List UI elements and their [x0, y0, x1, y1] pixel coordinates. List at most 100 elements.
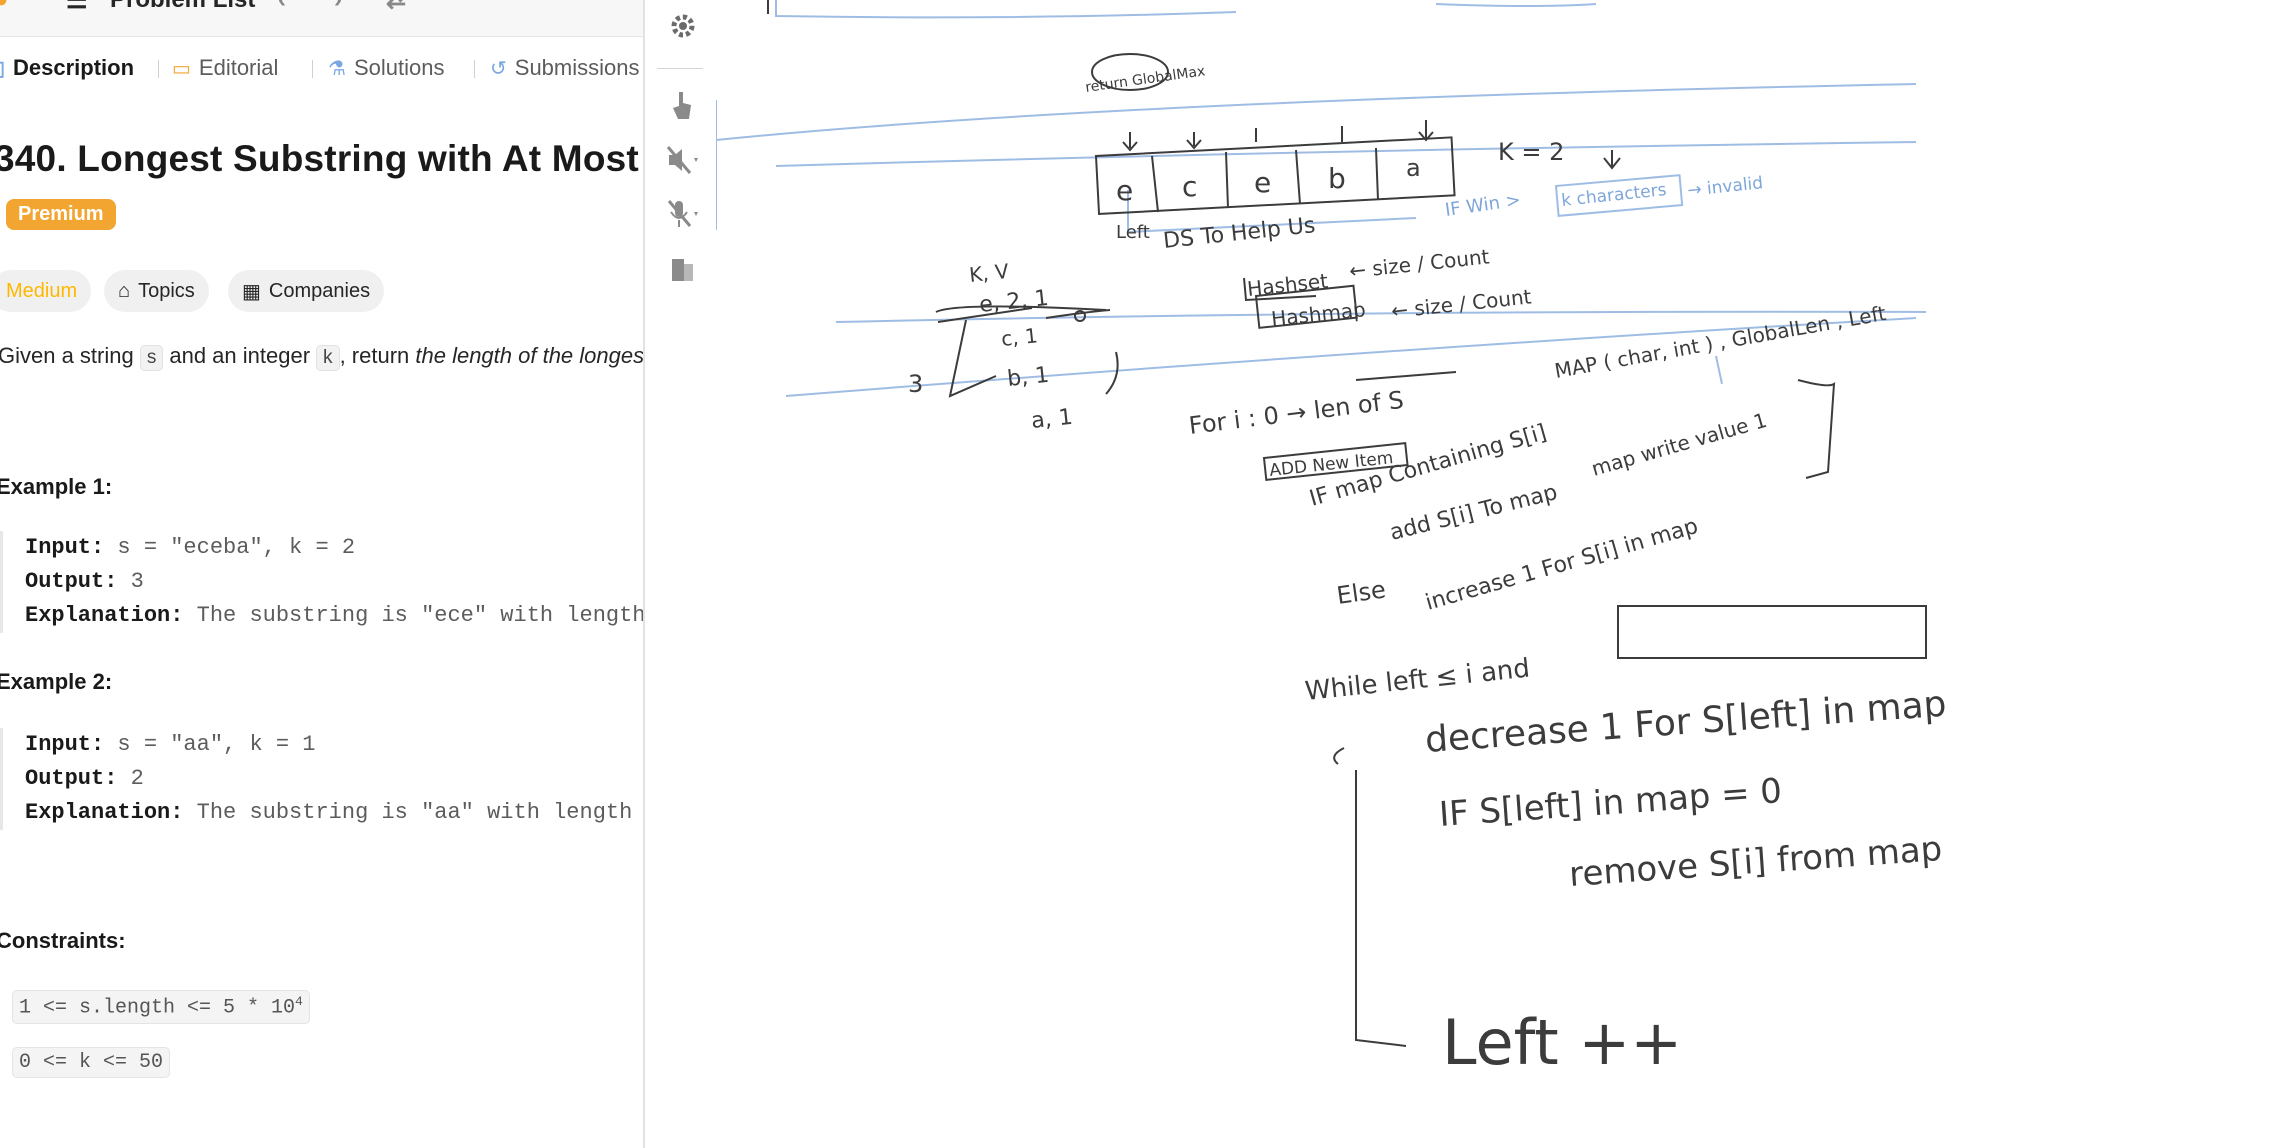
gear-icon[interactable]: [663, 6, 703, 46]
difficulty-badge: Medium: [0, 270, 92, 312]
return-circle: [1091, 53, 1169, 91]
book-icon: ▭: [172, 57, 191, 80]
eraser-icon[interactable]: [663, 250, 703, 290]
pointer-icon[interactable]: [663, 86, 703, 126]
while-line: While left ≤ i and: [1304, 654, 1532, 707]
difficulty-label: Medium: [6, 279, 78, 302]
left-label: Left: [1116, 222, 1150, 243]
shuffle-icon[interactable]: ⇄: [386, 0, 407, 14]
speaker-muted-icon[interactable]: [663, 140, 703, 180]
whiteboard-canvas[interactable]: return GlobalMax e c e b a K = 2 Left DS…: [716, 0, 2270, 1148]
size-count-note: ← size / Count: [1348, 244, 1491, 283]
kv-box: [948, 319, 997, 398]
while-bracket: [1355, 770, 1407, 1047]
blue-bracket: [1715, 355, 1723, 385]
desc-code-k: k: [316, 345, 340, 371]
companies-label: Companies: [268, 279, 371, 302]
tab-submissions[interactable]: ↺ Submissions: [490, 52, 639, 84]
blue-divider-line: [785, 317, 1917, 397]
input-value: s = "eceba", k = 2: [117, 535, 356, 560]
variables-note: MAP ( char, int ) , GlobalLen , Left: [1553, 301, 1888, 383]
constraints-title: Constraints:: [0, 928, 126, 953]
add-item-box: [1262, 442, 1409, 481]
map-entry: e, 2, 1: [978, 286, 1050, 318]
explanation-label: Explanation:: [25, 800, 184, 825]
explanation-label: Explanation:: [25, 603, 184, 628]
explanation-value: The substring is "aa" with length 2.: [196, 800, 643, 825]
window-condition-note: IF Win >: [1444, 190, 1522, 221]
left-increment: Left ++: [1442, 1006, 1682, 1079]
blue-divider-line: [835, 310, 1927, 323]
constraint-item: 0 <= k <= 50: [0, 1047, 171, 1078]
output-label: Output:: [25, 766, 118, 791]
premium-badge[interactable]: Premium: [6, 199, 116, 230]
whiteboard-drawing[interactable]: return GlobalMax e c e b a K = 2 Left DS…: [716, 0, 2270, 1148]
array-box: [1094, 136, 1456, 215]
return-note: return GlobalMax: [1084, 63, 1206, 96]
input-value: s = "aa", k = 1: [117, 732, 316, 757]
explanation-value: The substring is "ece" with length 3.: [196, 603, 643, 628]
tab-label: Editorial: [198, 55, 279, 80]
example-1-title: Example 1:: [0, 474, 113, 499]
hashset-underline: [1243, 277, 1317, 302]
tab-label: Submissions: [514, 55, 640, 80]
add-s-line: add S[i] To map: [1387, 480, 1560, 546]
topics-button[interactable]: ⌂ Topics: [104, 270, 209, 312]
tab-divider: [474, 60, 475, 78]
tab-label: Solutions: [353, 55, 445, 80]
top-bar: ● ☰ Problem List ‹ › ⇄: [0, 0, 643, 37]
kv-line: [937, 307, 1033, 323]
constraint-code: 1 <= s.length <= 5 * 104: [12, 990, 310, 1024]
array-divider: [1295, 149, 1301, 205]
logo-icon[interactable]: ●: [0, 0, 9, 14]
map-write-note: map write value 1: [1589, 408, 1770, 481]
array-arrow: [1122, 132, 1138, 152]
array-cell: b: [1328, 162, 1346, 195]
blue-line: [1435, 3, 1597, 7]
whiteboard-toolbar: [643, 0, 718, 1148]
array-arrow: [1418, 120, 1434, 142]
description-icon: ▯: [0, 56, 5, 81]
tab-divider: [312, 60, 313, 78]
array-divider: [1151, 155, 1159, 213]
while-condition-box: [1617, 605, 1927, 659]
arrow-line: [1355, 371, 1457, 381]
output-value: 2: [130, 766, 144, 791]
tab-editorial[interactable]: ▭ Editorial: [172, 52, 278, 84]
brace-mark: [1333, 747, 1345, 765]
history-icon: ↺: [490, 57, 507, 80]
for-loop-line: For i : 0 → len of S: [1187, 386, 1405, 440]
desc-code-s: s: [139, 345, 164, 371]
array-cell: a: [1406, 154, 1421, 182]
kv-label: K, V: [968, 259, 1010, 287]
problem-list-link[interactable]: Problem List: [110, 0, 255, 14]
prev-problem-icon[interactable]: ‹: [278, 0, 286, 14]
problem-panel: ● ☰ Problem List ‹ › ⇄ ▯ Description ▭ E…: [0, 0, 643, 1148]
array-cell: e: [1116, 174, 1133, 207]
flask-icon: ⚗: [328, 57, 346, 80]
blue-array-box: [1127, 190, 1417, 234]
map-entry: b, 1: [1006, 363, 1050, 392]
tab-description[interactable]: ▯ Description: [0, 52, 134, 84]
array-divider: [1375, 147, 1379, 201]
tab-solutions[interactable]: ⚗ Solutions: [328, 52, 444, 84]
desc-emphasis: the length of the longest substring of: [415, 343, 643, 368]
constraint-item: 1 <= s.length <= 5 * 104: [0, 990, 310, 1024]
next-problem-icon[interactable]: ›: [334, 0, 342, 14]
desc-text: , return: [339, 343, 416, 368]
mic-muted-icon[interactable]: [663, 194, 703, 234]
example-2-title: Example 2:: [0, 669, 113, 694]
remove-line: remove S[i] from map: [1568, 829, 1944, 895]
size-count-note: ← size / Count: [1390, 284, 1533, 323]
example-1-block: Input: s = "eceba", k = 2 Output: 3 Expl…: [0, 531, 643, 633]
companies-button[interactable]: ▦ Companies: [228, 270, 385, 312]
desc-text: and an integer: [163, 343, 317, 368]
blue-divider-line: [775, 141, 1917, 167]
output-label: Output:: [25, 569, 118, 594]
tab-bar: ▯ Description ▭ Editorial ⚗ Solutions ↺ …: [0, 44, 643, 92]
tab-divider: [158, 60, 159, 78]
input-label: Input:: [25, 535, 105, 560]
problem-title: 340. Longest Substring with At Most K Di…: [0, 138, 643, 179]
example-2-block: Input: s = "aa", k = 1 Output: 2 Explana…: [0, 728, 643, 830]
if-left-line: IF S[left] in map = 0: [1438, 771, 1783, 835]
